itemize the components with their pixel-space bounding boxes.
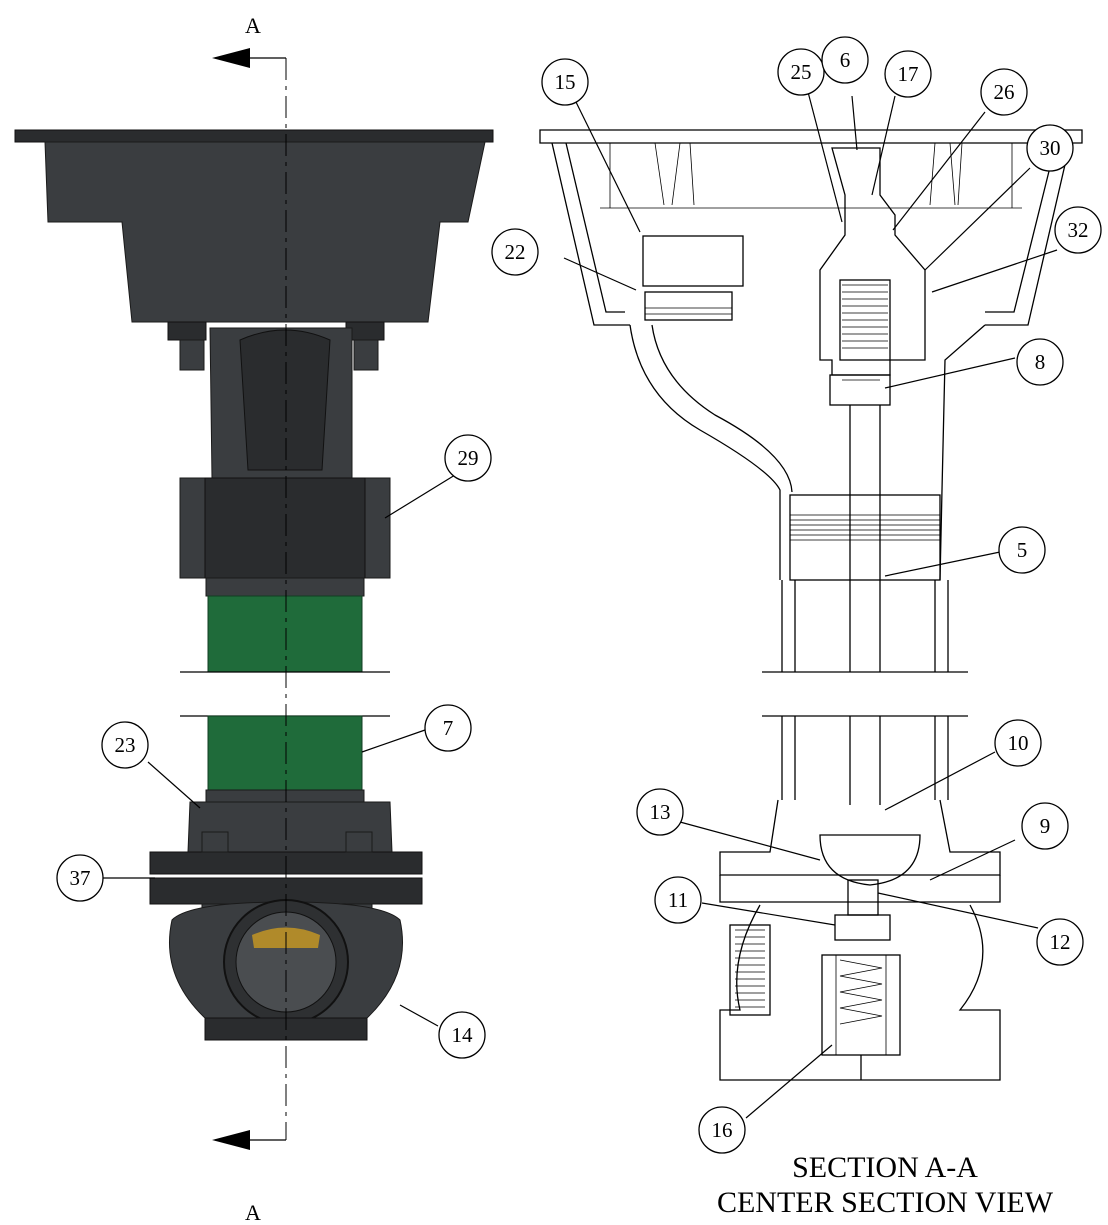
svg-text:17: 17 — [898, 62, 919, 86]
section-line: A A — [212, 13, 287, 1225]
callout-22: 22 — [491, 228, 539, 276]
section-letter-top: A — [245, 13, 261, 38]
callout-23: 23 — [101, 721, 149, 769]
svg-text:22: 22 — [505, 240, 526, 264]
svg-text:6: 6 — [840, 48, 851, 72]
callout-30: 30 — [1026, 124, 1074, 172]
svg-text:12: 12 — [1050, 930, 1071, 954]
section-letter-bottom: A — [245, 1200, 261, 1225]
callout-17: 17 — [884, 50, 932, 98]
svg-text:14: 14 — [452, 1023, 474, 1047]
svg-text:32: 32 — [1068, 218, 1089, 242]
callout-37: 37 — [56, 854, 104, 902]
callout-7: 7 — [424, 704, 472, 752]
section-view — [539, 129, 1083, 1081]
callout-25: 25 — [777, 48, 825, 96]
svg-text:26: 26 — [994, 80, 1015, 104]
callout-8: 8 — [1016, 338, 1064, 386]
callout-16: 16 — [698, 1106, 746, 1154]
callout-13: 13 — [636, 788, 684, 836]
svg-text:29: 29 — [458, 446, 479, 470]
svg-text:8: 8 — [1035, 350, 1046, 374]
caption-line-2: CENTER SECTION VIEW — [717, 1186, 1054, 1219]
svg-text:5: 5 — [1017, 538, 1028, 562]
callout-5: 5 — [998, 526, 1046, 574]
svg-text:13: 13 — [650, 800, 671, 824]
callout-9: 9 — [1021, 802, 1069, 850]
callout-12: 12 — [1036, 918, 1084, 966]
callout-10: 10 — [994, 719, 1042, 767]
section-arrow-bottom-icon — [212, 1130, 250, 1150]
svg-text:10: 10 — [1008, 731, 1029, 755]
svg-text:16: 16 — [712, 1118, 733, 1142]
leader-lines — [103, 91, 1058, 1119]
svg-text:37: 37 — [70, 866, 91, 890]
svg-text:9: 9 — [1040, 814, 1051, 838]
section-arrow-top-icon — [212, 48, 250, 68]
callout-29: 29 — [444, 434, 492, 482]
callout-11: 11 — [654, 876, 702, 924]
caption-line-1: SECTION A-A — [792, 1151, 978, 1184]
callout-32: 32 — [1054, 206, 1102, 254]
callout-6: 6 — [821, 36, 869, 84]
callout-26: 26 — [980, 68, 1028, 116]
callout-15: 15 — [541, 58, 589, 106]
svg-text:23: 23 — [115, 733, 136, 757]
svg-text:15: 15 — [555, 70, 576, 94]
svg-text:7: 7 — [443, 716, 454, 740]
svg-text:25: 25 — [791, 60, 812, 84]
exterior-view — [14, 129, 494, 1041]
callout-14: 14 — [438, 1011, 486, 1059]
svg-text:11: 11 — [668, 888, 688, 912]
svg-text:30: 30 — [1040, 136, 1061, 160]
